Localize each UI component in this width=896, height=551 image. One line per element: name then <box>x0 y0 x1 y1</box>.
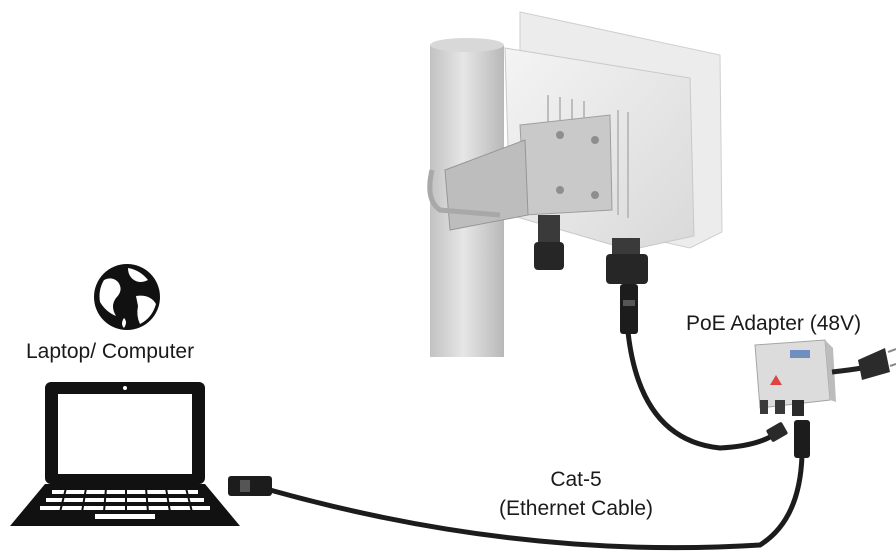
ethernet-cables <box>267 329 805 551</box>
laptop-icon <box>10 382 240 526</box>
cable-gland-left <box>534 215 564 270</box>
laptop-label: Laptop/ Computer <box>26 340 195 363</box>
outdoor-radio-unit <box>427 11 723 284</box>
rj45-connectors <box>228 284 810 496</box>
globe-icon <box>94 264 160 330</box>
cable-gland-right <box>606 238 648 284</box>
cable-type-label: Cat-5 <box>550 468 602 491</box>
cable-description-label: (Ethernet Cable) <box>498 497 654 520</box>
poe-adapter-label: PoE Adapter (48V) <box>686 312 862 335</box>
poe-adapter <box>754 339 896 416</box>
